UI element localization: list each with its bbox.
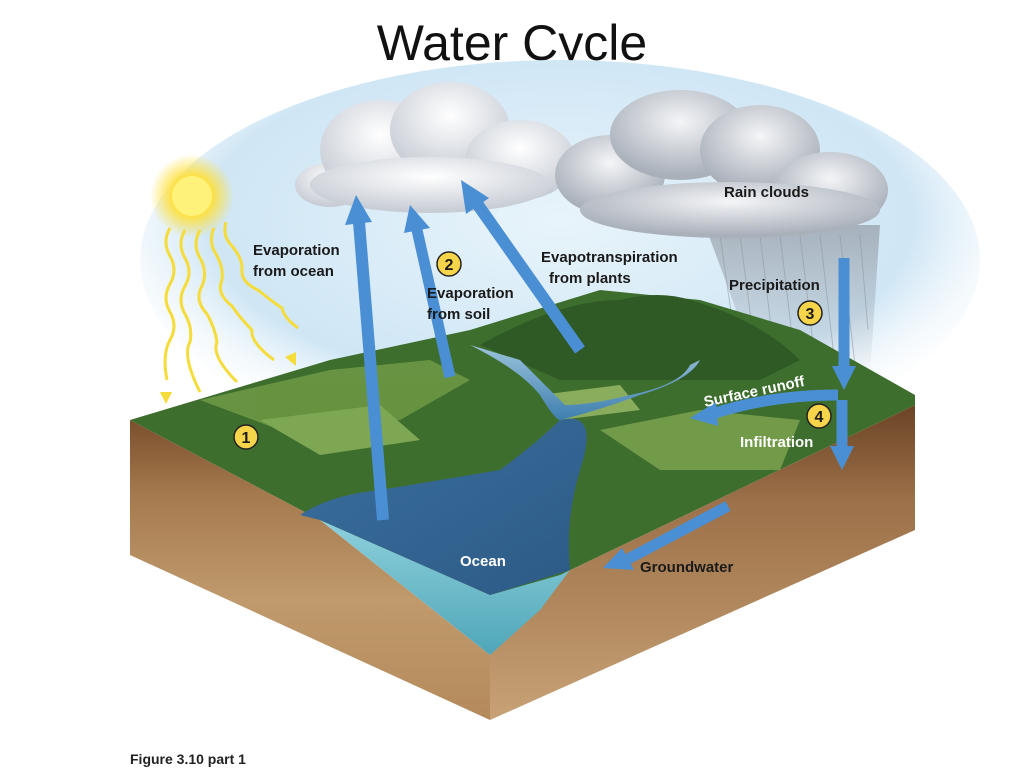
svg-text:4: 4 <box>815 409 824 426</box>
label-groundwater: Groundwater <box>640 559 734 576</box>
ocean-front-face <box>320 520 570 655</box>
arrow-evaporation-ocean <box>353 221 389 521</box>
ocean-surface <box>300 418 587 595</box>
arrow-groundwater <box>625 501 731 564</box>
sun-icon <box>150 154 234 238</box>
step-badge-2: 2 <box>436 251 462 277</box>
step-badge-1: 1 <box>233 424 259 450</box>
soil-right-face <box>490 405 915 720</box>
label-evapotranspiration: Evapotranspiration from plants <box>541 249 682 287</box>
svg-text:3: 3 <box>806 306 815 323</box>
arrow-evapotranspiration <box>473 201 585 354</box>
svg-text:2: 2 <box>445 257 454 274</box>
arrow-surface-runoff <box>710 389 839 420</box>
label-rain-clouds: Rain clouds <box>724 184 809 201</box>
label-ocean: Ocean <box>460 553 506 570</box>
label-evaporation-ocean: Evaporation from ocean <box>253 242 344 280</box>
step-badge-3: 3 <box>797 300 823 326</box>
rain-cloud <box>555 90 888 238</box>
arrow-evaporation-soil <box>411 228 456 379</box>
step-badge-4: 4 <box>806 403 832 429</box>
figure-caption: Figure 3.10 part 1 <box>130 751 246 767</box>
label-evaporation-soil: Evaporation from soil <box>427 285 518 323</box>
soil-left-face <box>130 420 490 720</box>
sun-rays <box>163 221 299 393</box>
farm-fields <box>200 360 800 470</box>
cloud-icon <box>295 82 575 213</box>
process-arrows <box>345 180 856 570</box>
river <box>470 345 700 420</box>
label-infiltration: Infiltration <box>740 434 813 451</box>
svg-text:1: 1 <box>242 430 251 447</box>
label-precipitation: Precipitation <box>729 277 820 294</box>
